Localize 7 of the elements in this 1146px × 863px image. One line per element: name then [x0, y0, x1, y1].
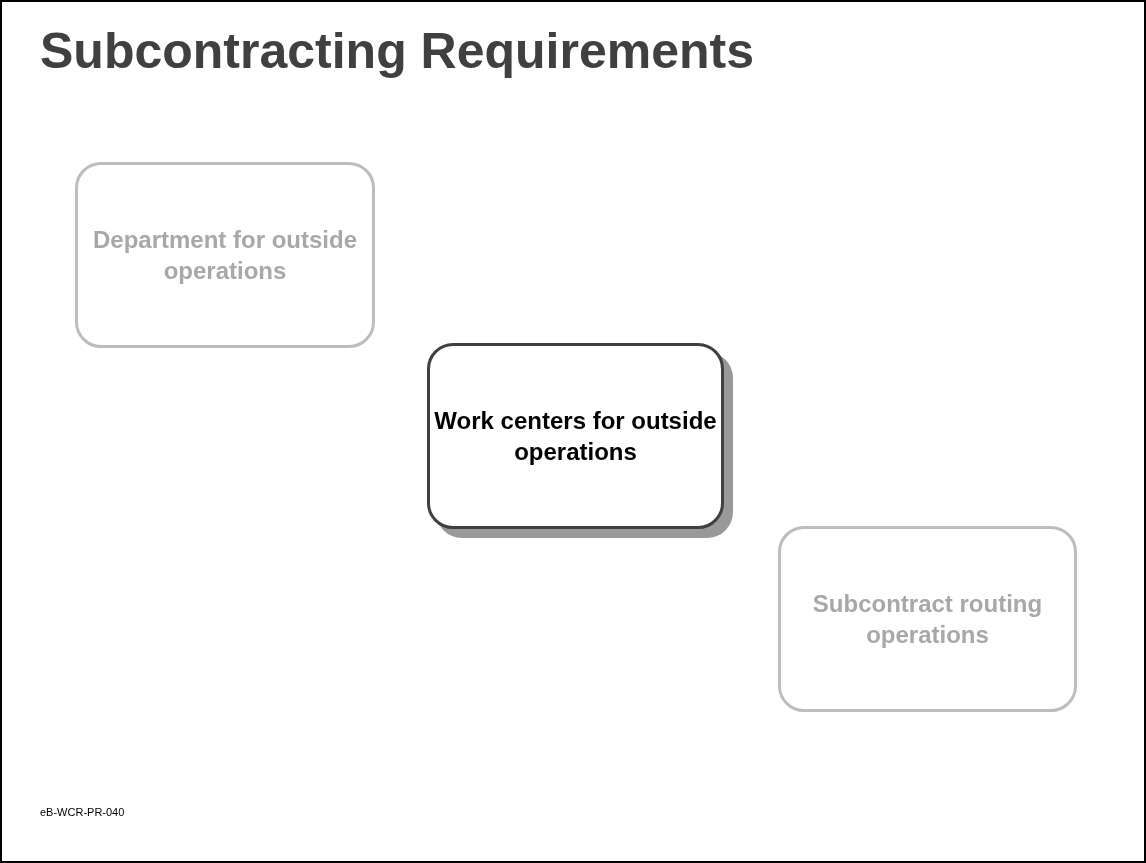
rounded-box [778, 526, 1077, 712]
box-label: Work centers for outside operations [433, 405, 718, 467]
box-label: Subcontract routing operations [811, 588, 1044, 650]
slide-code: eB-WCR-PR-040 [40, 806, 125, 818]
slide-title: Subcontracting Requirements [40, 22, 754, 80]
box-label: Department for outside operations [92, 224, 358, 286]
rounded-box [75, 162, 375, 348]
